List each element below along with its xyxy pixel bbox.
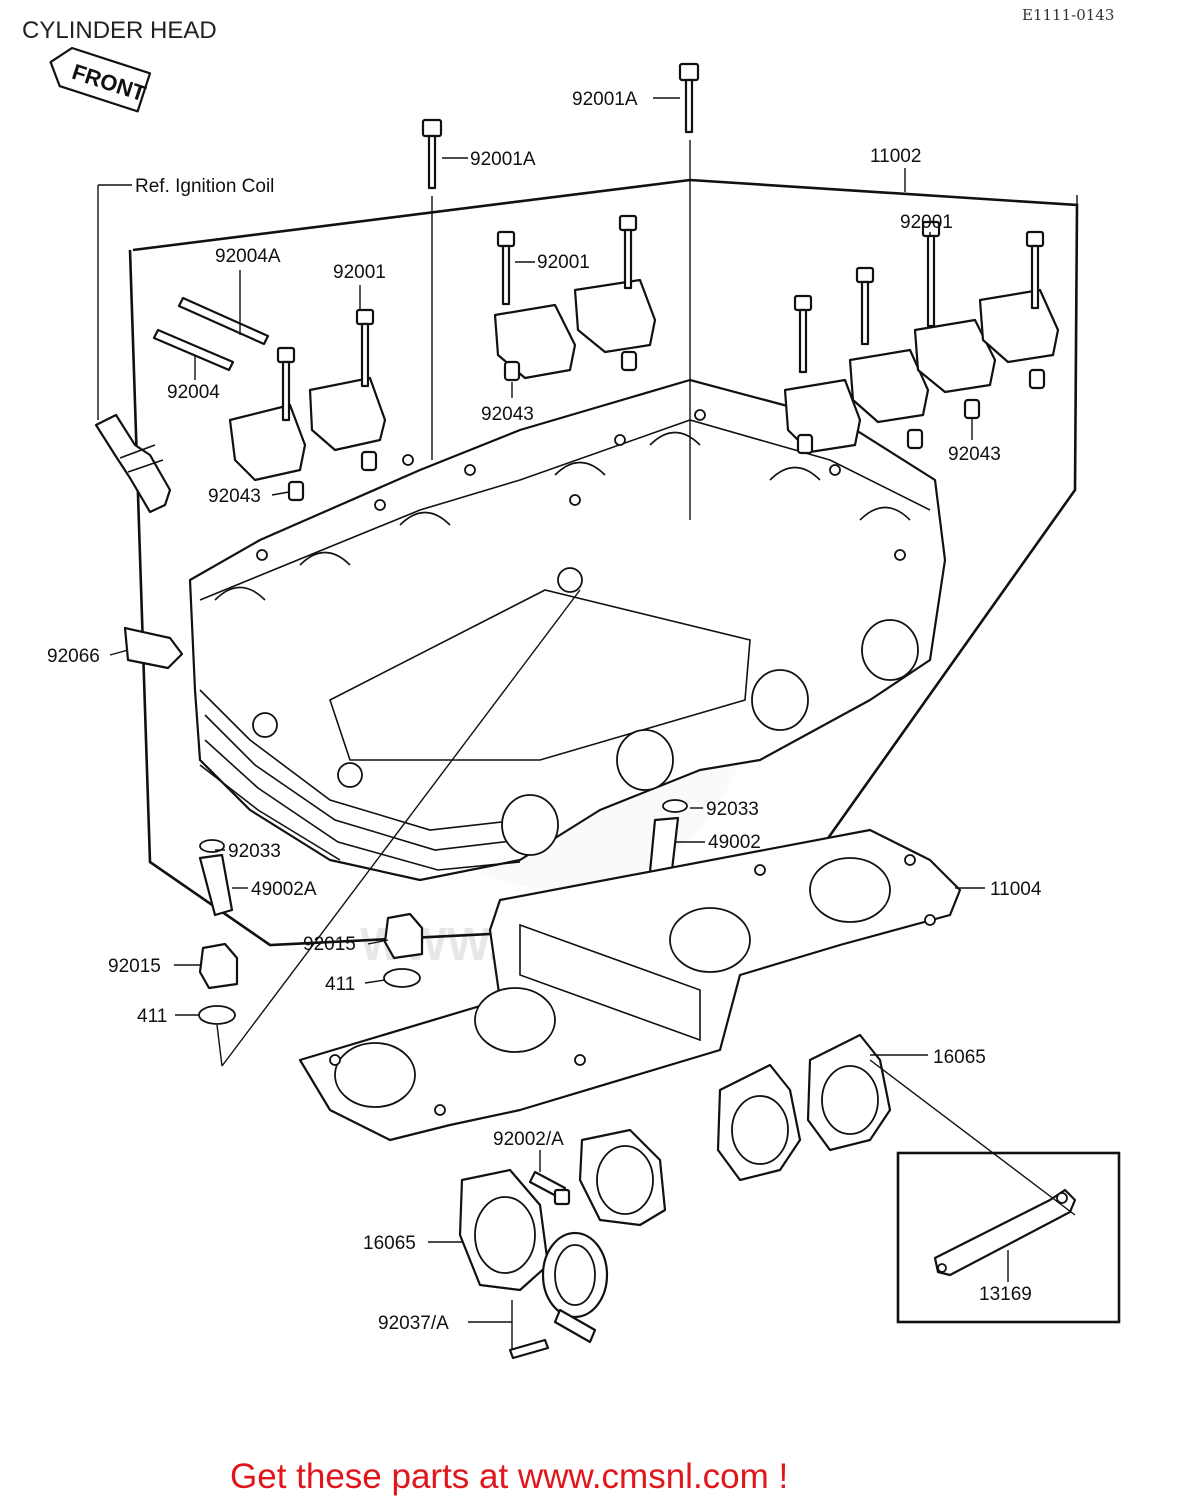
diagram-code: E1111-0143 [1022,6,1114,24]
plug-cap-92066 [123,626,184,670]
callout-92004A: 92004A [215,246,281,267]
callout-49002: 49002 [708,832,761,853]
callout-92004: 92004 [167,382,220,403]
oil-seals-and-tappets [198,799,688,917]
callout-13169: 13169 [979,1284,1032,1305]
callout-11002: 11002 [870,146,921,167]
callout-92001-c: 92001 [900,212,953,233]
callout-92043-b: 92043 [208,486,261,507]
carburetor-holders [458,1033,892,1292]
spark-plug [94,413,172,514]
cap-nuts-and-washers [198,912,424,1067]
callout-92001-a: 92001 [333,262,386,283]
front-direction-tag: FRONT [49,46,152,113]
part-callouts: 92001A 92001A 11002 Ref. Ignition Coil 9… [47,89,1042,1334]
callout-92043-c: 92043 [948,444,1001,465]
cylinder-head [188,378,947,882]
callout-411-a: 411 [325,974,355,995]
camshaft-caps [228,278,1060,482]
callout-92033-b: 92033 [228,841,281,862]
callout-92037A: 92037/A [378,1313,449,1334]
callout-92001A: 92001A [470,149,536,170]
callout-92015-a: 92015 [108,956,161,977]
callout-11004: 11004 [990,879,1042,900]
callout-16065-b: 16065 [363,1233,416,1254]
diagram-title: CYLINDER HEAD [22,17,217,44]
callout-16065-a: 16065 [933,1047,986,1068]
inset-box-13169 [896,1151,1121,1324]
callout-92002A: 92002/A [493,1129,564,1150]
callout-92015-b: 92015 [303,934,356,955]
cam-cap-bolts [276,62,1045,422]
callout-92066: 92066 [47,646,100,667]
callout-92001-b: 92001 [537,252,590,273]
hose-clamp [508,1231,609,1360]
dowel-pins [287,350,1046,502]
cylinder-head-assembly-frame [128,168,1079,947]
callout-92033-a: 92033 [706,799,759,820]
callout-411-b: 411 [137,1006,167,1027]
studs [152,296,270,372]
leader-lines [97,97,1076,1350]
callout-92001A-top: 92001A [572,89,638,110]
callout-92043-a: 92043 [481,404,534,425]
screw-92002a [528,1170,571,1206]
footer-parts-link[interactable]: Get these parts at www.cmsnl.com ! [230,1457,788,1496]
callout-49002A: 49002A [251,879,317,900]
head-gasket [298,828,962,1142]
callout-ref-ignition-coil: Ref. Ignition Coil [135,176,274,197]
